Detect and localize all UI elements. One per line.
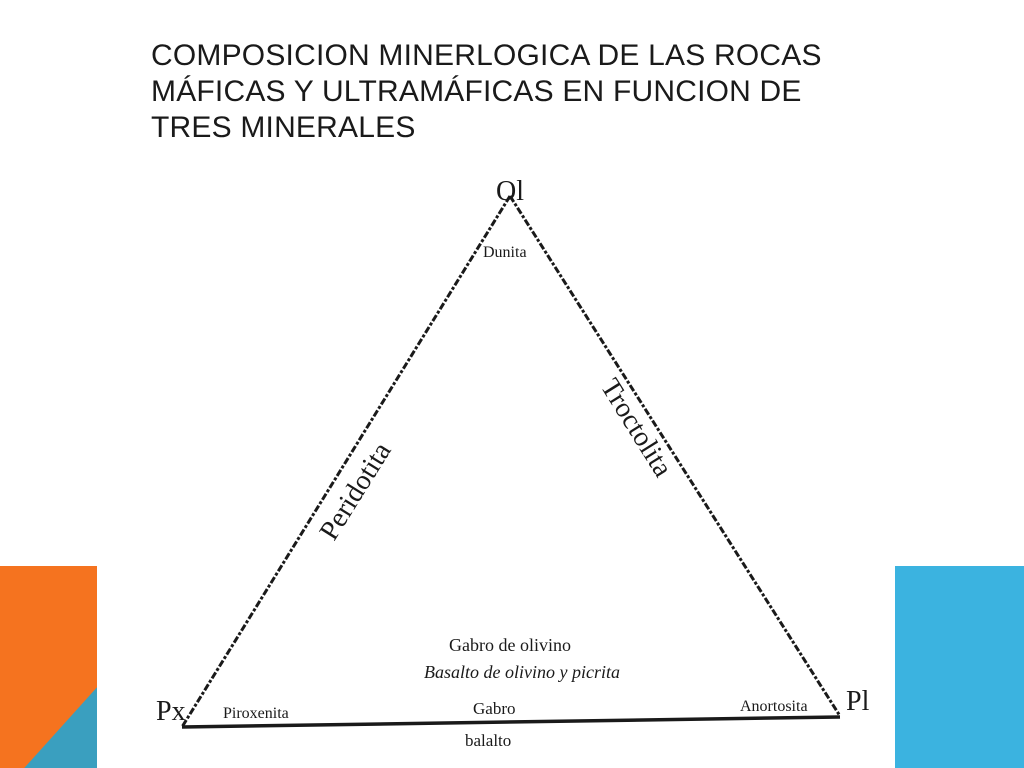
title-line-1: COMPOSICION MINERLOGICA DE LAS ROCAS: [151, 39, 822, 72]
label-basalto-de-olivino: Basalto de olivino y picrita: [424, 662, 620, 682]
label-dunita: Dunita: [483, 244, 527, 261]
vertex-ol: Ol: [496, 176, 524, 207]
left-edge: [180, 195, 512, 728]
label-troctolita: Troctolita: [594, 373, 679, 483]
label-gabro: Gabro: [473, 699, 515, 718]
label-gabro-de-olivino: Gabro de olivino: [449, 635, 571, 655]
bottom-edge: [181, 715, 841, 729]
vertex-pl: Pl: [846, 686, 870, 717]
label-piroxenita: Piroxenita: [223, 705, 289, 722]
slide-title: COMPOSICION MINERLOGICA DE LAS ROCAS MÁF…: [151, 38, 891, 146]
label-anortosita: Anortosita: [740, 698, 808, 715]
right-edge: [508, 195, 842, 717]
title-line-3: TRES MINERALES: [151, 111, 416, 144]
title-line-2: MÁFICAS Y ULTRAMÁFICAS EN FUNCION DE: [151, 75, 802, 108]
blue-accent-block: [895, 566, 1024, 768]
diagram-background: [113, 160, 895, 768]
vertex-px: Px: [156, 696, 186, 727]
label-balalto: balalto: [465, 731, 511, 750]
